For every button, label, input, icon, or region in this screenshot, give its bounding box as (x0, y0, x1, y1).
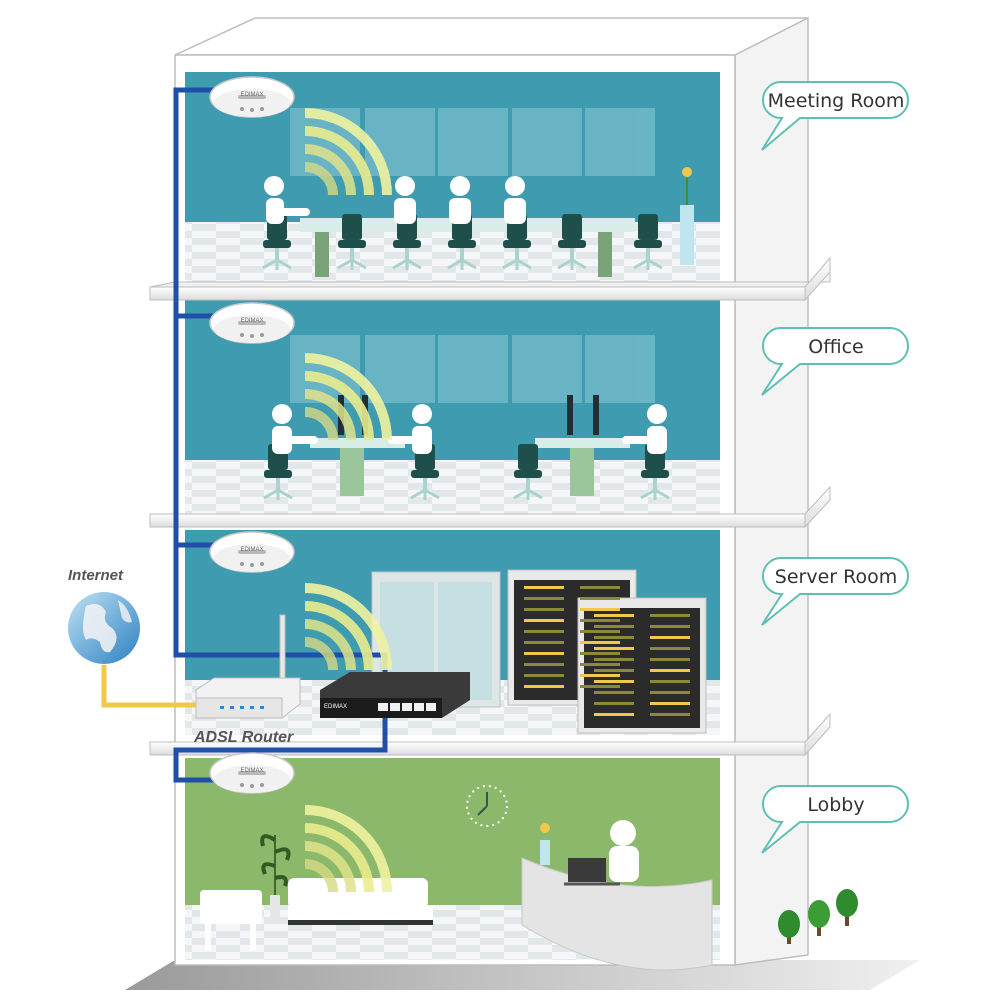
room-callouts (761, 81, 909, 854)
server-room-floor (185, 530, 720, 735)
access-point-brand: EDIMAX (240, 318, 263, 324)
adsl-router-icon (195, 614, 301, 719)
internet-label: Internet (68, 567, 124, 584)
window-panels (290, 108, 655, 176)
network-switch-icon: EDIMAX (320, 672, 470, 718)
flower-vase (680, 167, 694, 265)
office-people (272, 404, 667, 454)
rack-led (580, 674, 620, 677)
server-room-callout (761, 557, 909, 626)
rack-led (580, 608, 620, 611)
rack-led (650, 702, 690, 705)
rack-led (650, 691, 690, 694)
rack-led (650, 625, 690, 628)
rack-led (524, 586, 564, 589)
rack-led (650, 647, 690, 650)
rack-led (594, 680, 634, 683)
rack-led (594, 702, 634, 705)
rack-led (650, 636, 690, 639)
sofa (288, 878, 433, 925)
floor-label-lobby: Lobby (807, 794, 864, 816)
rack-led (580, 652, 620, 655)
floor-label-server-room: Server Room (775, 566, 897, 588)
rack-led (594, 669, 634, 672)
switch-brand: EDIMAX (324, 704, 347, 710)
floor-slabs (149, 256, 831, 757)
rack-led (524, 674, 564, 677)
rack-led (524, 608, 564, 611)
lobby-callout (761, 785, 909, 854)
plant (260, 834, 291, 920)
access-point-brand: EDIMAX (240, 547, 263, 553)
rack-led (580, 586, 620, 589)
wall-clock (466, 785, 508, 827)
rack-led (524, 685, 564, 688)
rack-led (594, 636, 634, 639)
rack-led (580, 685, 620, 688)
rack-led (594, 647, 634, 650)
rack-led (650, 658, 690, 661)
rack-led (524, 652, 564, 655)
rack-led (580, 619, 620, 622)
rack-led (650, 669, 690, 672)
rack-led (594, 691, 634, 694)
ground-shadow (125, 960, 920, 990)
rack-led (650, 680, 690, 683)
internet-globe-icon (68, 592, 140, 664)
desk-right (535, 395, 630, 496)
rack-led (594, 625, 634, 628)
rack-led (524, 641, 564, 644)
rack-led (580, 663, 620, 666)
rack-led (524, 597, 564, 600)
meeting-people (264, 176, 526, 224)
reception-desk (521, 820, 713, 971)
armchair (200, 890, 262, 950)
router-label: ADSL Router (193, 729, 294, 746)
rack-leds (524, 586, 690, 716)
rack-led (524, 630, 564, 633)
rack-led (650, 614, 690, 617)
rack-led (650, 713, 690, 716)
meeting-room-floor (185, 72, 720, 287)
window-panels (290, 335, 655, 403)
floor-label-meeting-room: Meeting Room (768, 90, 905, 112)
rack-led (580, 597, 620, 600)
trees (778, 889, 858, 944)
office-callout (761, 327, 909, 396)
rack-led (594, 713, 634, 716)
access-point-brand: EDIMAX (240, 92, 263, 98)
rack-led (524, 619, 564, 622)
internet-cable (101, 665, 205, 708)
access-point-brand: EDIMAX (240, 768, 263, 774)
meeting-room-callout (761, 81, 909, 151)
rack-led (580, 641, 620, 644)
rack-led (594, 614, 634, 617)
rack-led (524, 663, 564, 666)
rack-led (594, 658, 634, 661)
floor-label-office: Office (808, 336, 863, 358)
rack-led (580, 630, 620, 633)
